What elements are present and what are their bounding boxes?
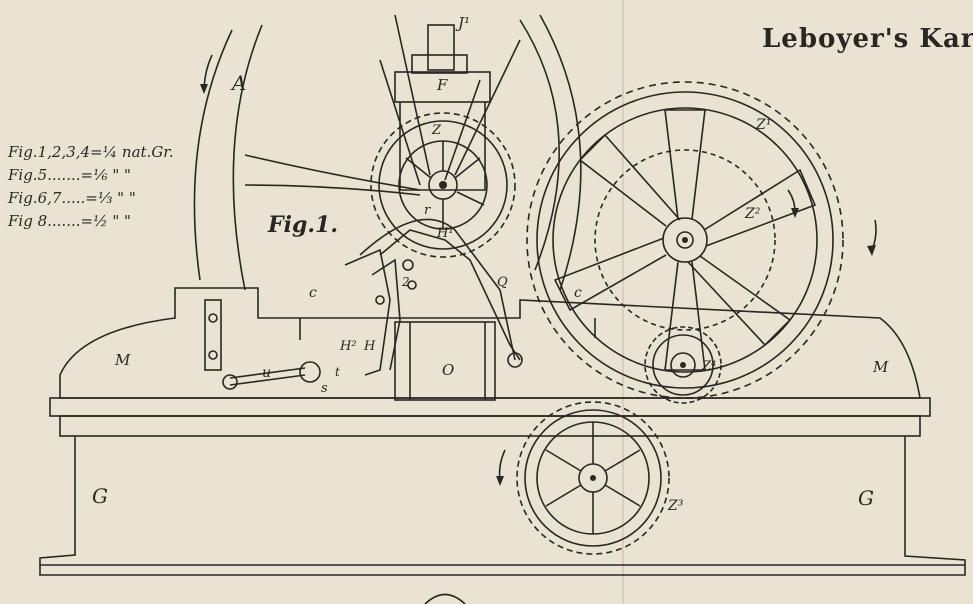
label-c-right: c xyxy=(574,285,582,301)
label-m-left: M xyxy=(114,351,131,369)
label-c-left: c xyxy=(309,285,317,301)
central-column xyxy=(394,24,496,401)
scale-note-4: Fig 8.......=½ " " xyxy=(7,212,131,230)
gear-z xyxy=(370,112,516,258)
label-h2: H² xyxy=(339,339,357,354)
label-j1: J¹ xyxy=(455,14,470,32)
scale-notes: Fig.1,2,3,4=¼ nat.Gr. Fig.5.......=⅙ " "… xyxy=(7,143,174,230)
label-g-right: G xyxy=(858,486,874,510)
label-h1: H¹ xyxy=(436,226,454,241)
label-g-left: G xyxy=(92,484,108,508)
partial-circle-bottom xyxy=(424,593,466,604)
label-a: A xyxy=(230,71,246,95)
label-z3: Z³ xyxy=(667,498,684,514)
lever-arms xyxy=(204,218,596,390)
figure-label: Fig.1. xyxy=(267,212,338,238)
gear-z3 xyxy=(516,401,670,555)
part-labels: A F J¹ Z Z¹ Z² Z³ Z⁴ r H¹ H H² c c 2 Q u… xyxy=(92,14,889,514)
plate-title: Leboyer's Kar xyxy=(762,24,973,54)
label-q: Q xyxy=(497,275,508,290)
rotation-arrows xyxy=(200,54,877,486)
label-r: r xyxy=(424,203,431,218)
gear-z4 xyxy=(644,326,722,404)
label-z: Z xyxy=(431,123,442,138)
label-z4: Z⁴ xyxy=(701,359,716,374)
label-h: H xyxy=(363,339,376,354)
label-f: F xyxy=(436,76,448,94)
label-z2: Z² xyxy=(744,206,761,222)
label-z1: Z¹ xyxy=(755,117,771,133)
label-u: u xyxy=(262,365,271,381)
scale-note-1: Fig.1,2,3,4=¼ nat.Gr. xyxy=(7,143,174,161)
scale-note-2: Fig.5.......=⅙ " " xyxy=(7,166,131,184)
gear-z1 xyxy=(526,81,844,399)
label-2: 2 xyxy=(401,275,410,289)
label-s: s xyxy=(321,381,328,396)
label-t: t xyxy=(335,365,340,379)
label-o: O xyxy=(442,361,454,379)
scale-note-3: Fig.6,7.....=⅓ " " xyxy=(7,189,136,207)
machine-bed xyxy=(39,287,966,576)
label-m-right: M xyxy=(872,358,889,376)
